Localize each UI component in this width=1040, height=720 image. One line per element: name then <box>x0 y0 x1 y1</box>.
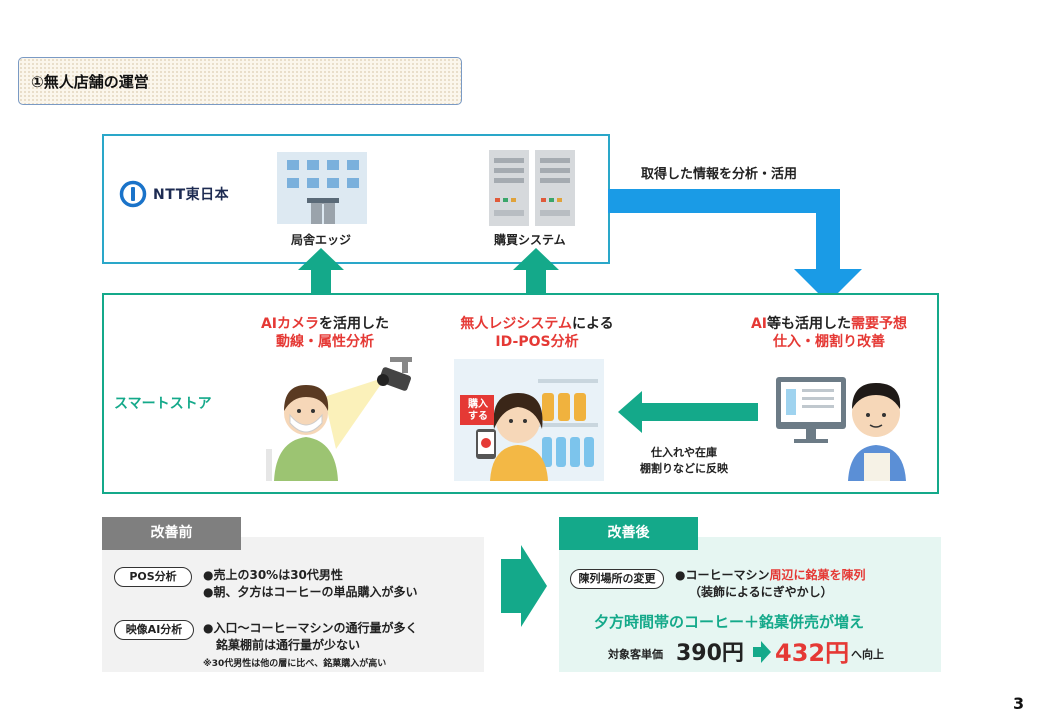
camera-shopper-illustration-icon <box>266 357 412 481</box>
pos-line-1: ●売上の30%は30代男性 <box>203 568 343 582</box>
camera-caption-dark: を活用した <box>319 316 390 332</box>
camera-caption-line2: 動線・属性分析 <box>276 334 374 350</box>
server-rack-icon <box>489 150 575 226</box>
ntt-logo-text: NTT東日本 <box>153 187 230 203</box>
before-note: ※30代男性は他の層に比べ、銘菓購入が高い <box>203 659 387 669</box>
camera-caption-red: AIカメラ <box>260 316 320 332</box>
ntt-east-panel: NTT東日本 局舎エッジ 購買システム <box>102 134 610 264</box>
buy-sign-line1: 購入 <box>468 399 488 410</box>
price-label: 対象客単価 <box>608 648 663 661</box>
feedback-line1: 仕入れや在庫 <box>651 446 717 459</box>
section-title: ①無人店舗の運営 <box>31 73 149 91</box>
improvement-arrow-icon <box>501 545 547 627</box>
camera-caption: AIカメラを活用した 動線・属性分析 <box>250 315 400 351</box>
register-caption-line2: ID-POS分析 <box>495 334 579 350</box>
ntt-logo-icon <box>119 180 147 208</box>
before-tab: 改善前 <box>102 517 241 550</box>
demand-caption: AI等も活用した需要予想 仕入・棚割り改善 <box>724 315 934 351</box>
section-title-box: ①無人店舗の運営 <box>18 57 462 105</box>
upload-arrow-left-icon <box>298 248 344 294</box>
register-caption-red: 無人レジシステム <box>460 316 572 332</box>
office-building-icon <box>277 152 367 224</box>
register-caption-dark: による <box>572 316 614 332</box>
after-line-1: ●コーヒーマシン周辺に銘菓を陳列 <box>675 566 866 583</box>
smart-store-panel: スマートストア AIカメラを活用した 動線・属性分析 無人レジシステムによる I… <box>102 293 939 494</box>
price-before: 390円 <box>676 641 744 666</box>
video-line-1: ●入口～コーヒーマシンの通行量が多く <box>203 621 418 635</box>
price-increase-arrow-icon <box>753 641 771 663</box>
register-caption: 無人レジシステムによる ID-POS分析 <box>442 315 632 351</box>
analyze-label: 取得した情報を分析・活用 <box>641 167 798 182</box>
video-ai-pill: 映像AI分析 <box>114 620 194 640</box>
after-line-2: （装飾によるにぎやかし） <box>689 585 833 599</box>
feedback-label: 仕入れや在庫 棚割りなどに反映 <box>640 445 728 477</box>
after-line-1-dark: ●コーヒーマシン <box>675 568 770 582</box>
buy-sign-line2: する <box>468 411 488 422</box>
store-staff-illustration-icon <box>776 377 906 481</box>
demand-caption-dark: 等も活用した <box>767 316 852 332</box>
demand-caption-line2: 仕入・棚割り改善 <box>773 334 885 350</box>
after-headline: 夕方時間帯のコーヒー＋銘菓併売が増え <box>594 613 865 631</box>
ntt-logo: NTT東日本 <box>119 180 229 208</box>
feedback-arrow-icon <box>618 391 758 433</box>
video-line-2: 銘菓棚前は通行量が少ない <box>216 638 361 652</box>
self-checkout-illustration-icon <box>454 359 604 481</box>
demand-caption-ai: AI <box>750 316 768 332</box>
edge-label: 局舎エッジ <box>291 233 352 247</box>
price-tail: へ向上 <box>851 648 884 661</box>
before-panel <box>102 537 484 672</box>
after-tab: 改善後 <box>559 517 698 550</box>
display-change-pill: 陳列場所の変更 <box>570 569 664 589</box>
pos-line-2: ●朝、夕方はコーヒーの単品購入が多い <box>203 585 418 599</box>
analysis-flow-arrow-icon <box>608 189 862 303</box>
pos-analysis-pill: POS分析 <box>114 567 192 587</box>
purchase-system-label: 購買システム <box>494 233 566 247</box>
after-panel <box>559 537 941 672</box>
page-number: 3 <box>1013 694 1025 713</box>
after-line-1-red: 周辺に銘菓を陳列 <box>769 568 866 582</box>
smart-store-label: スマートストア <box>114 396 212 412</box>
upload-arrow-right-icon <box>513 248 559 294</box>
demand-caption-forecast: 需要予想 <box>851 316 908 332</box>
price-after: 432円 <box>775 639 850 667</box>
buy-sign: 購入 する <box>461 399 495 423</box>
feedback-line2: 棚割りなどに反映 <box>640 462 728 475</box>
